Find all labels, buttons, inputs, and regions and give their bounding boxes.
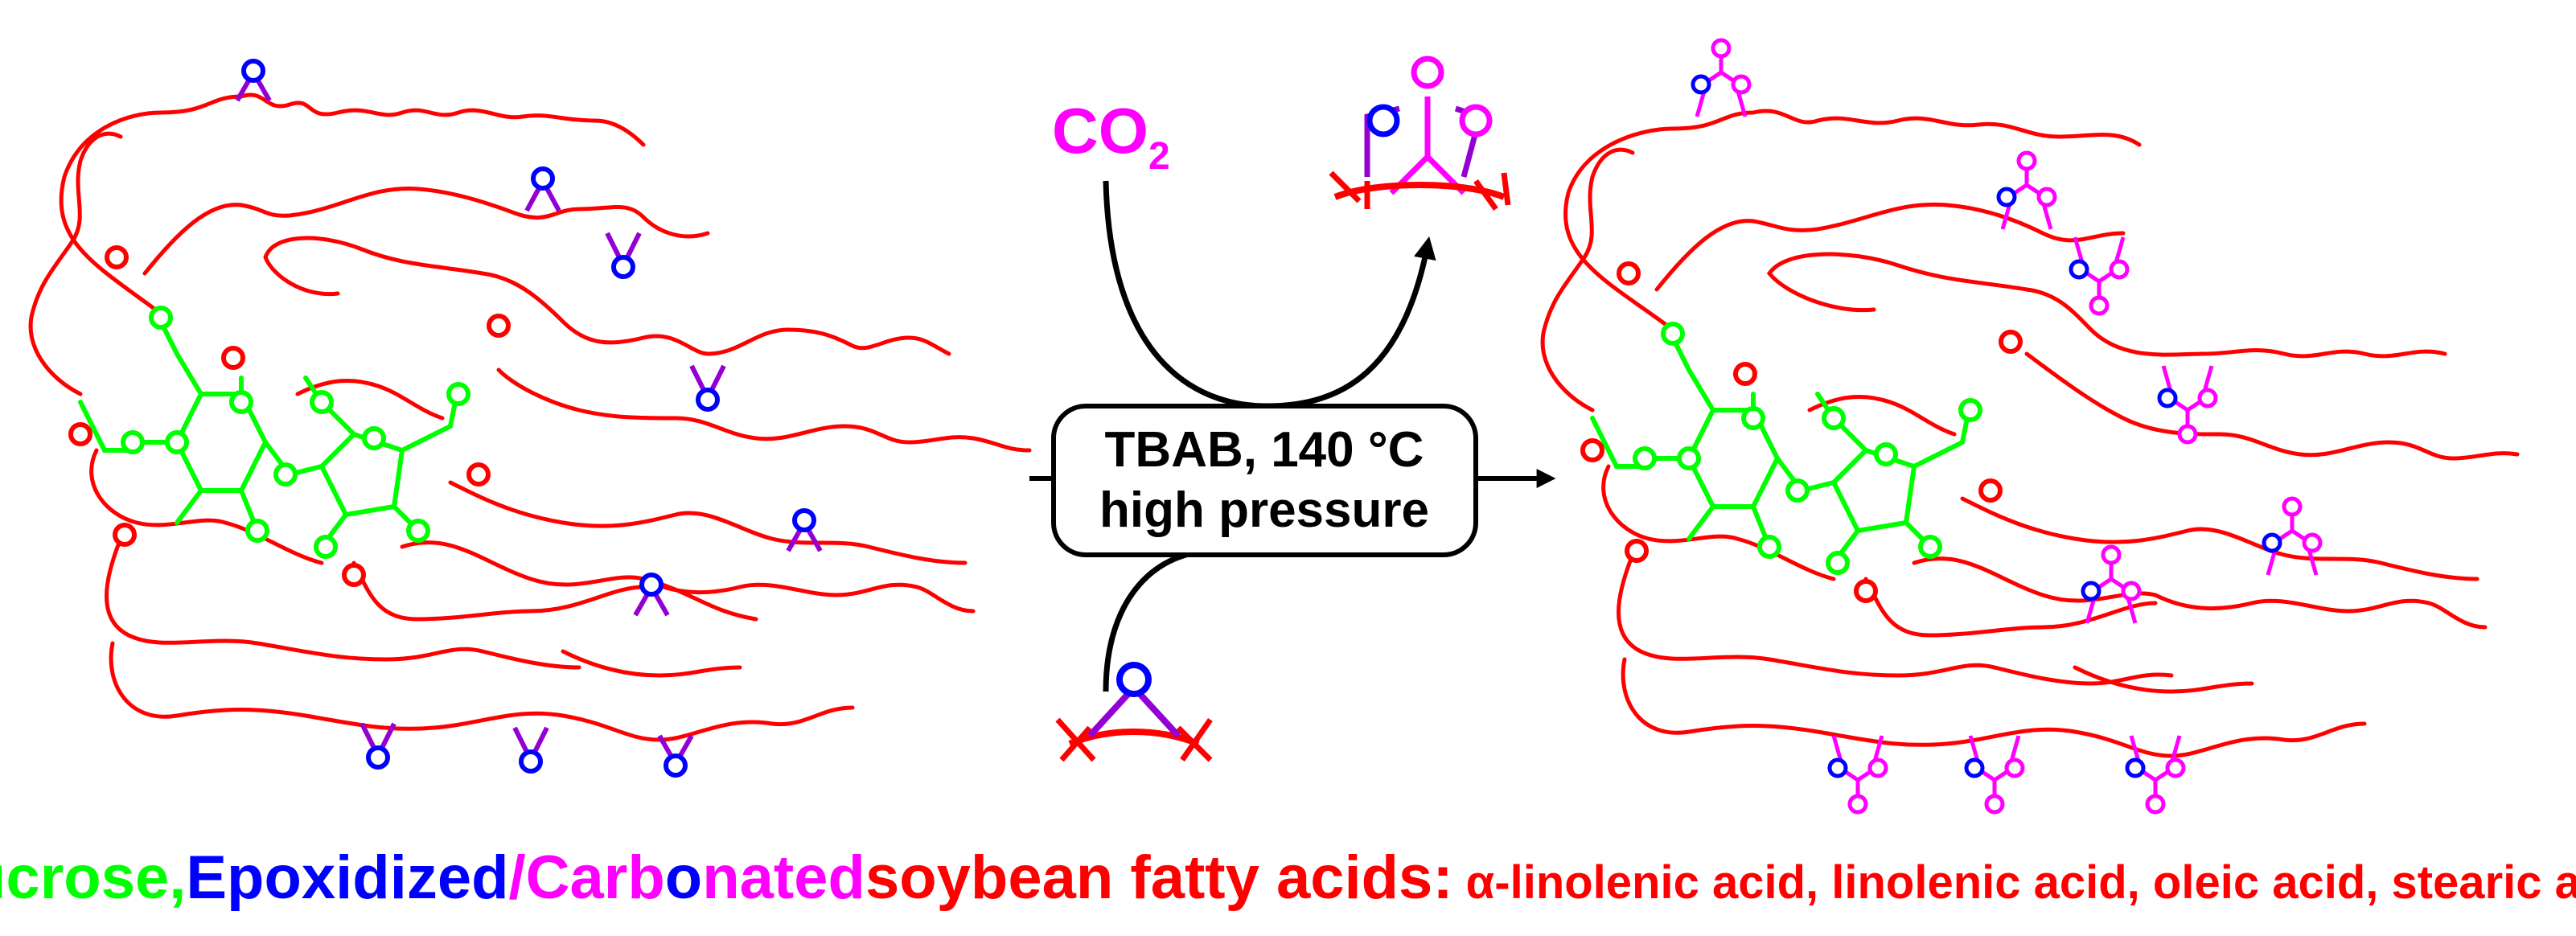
co2-subscript: 2 [1148,135,1170,178]
caption-soybean: soybean fatty acids: [865,844,1453,912]
carbonate-ring [1691,38,1752,117]
carbonate-ring [2262,496,2323,576]
caption-carbonated-2: nated [702,844,865,912]
epoxide-ring [524,166,561,212]
cyclic-carbonate-fragment [1329,55,1511,211]
carbonate-ring [2081,544,2142,624]
caption-epoxidized: Epoxidized [186,844,509,912]
fatty-acid-chains [28,92,1032,742]
caption-carbonated-o: o [664,844,703,912]
product-sucrose-oxygens [1633,322,1982,575]
caption-sucrose: Sucrose, [0,844,187,912]
product-ester-carbonyl-oxygens [1580,261,2023,603]
epoxide-ring [689,364,726,412]
epoxide-groups [235,59,823,778]
epoxide-ring [657,734,694,778]
sucrose-oxygens [121,306,470,559]
carbonate-ring [1996,150,2057,230]
carbonate-groups [1691,38,2323,815]
epoxide-ring [633,573,670,617]
carbonate-ring [2125,735,2186,815]
curved-arrow-co2 [1103,180,1436,409]
carbonate-ring [2069,236,2130,316]
carbonate-ring [1827,735,1888,815]
ester-carbonyl-oxygens [68,245,511,587]
caption-acid-list: α-linolenic acid, linolenic acid, oleic … [1465,856,2576,909]
epoxide-ring [512,726,549,774]
caption-carbonated-1: Carb [525,844,665,912]
co2-label: CO [1052,95,1148,166]
epoxide-fragment [1055,662,1213,762]
conditions-box: TBAB, 140 °C high pressure [1051,404,1478,557]
epoxide-ring [605,232,642,279]
conditions-line-2: high pressure [1099,482,1429,538]
carbonate-ring [1964,735,2025,815]
epoxide-ring [786,508,823,552]
epoxide-ring [359,722,396,770]
caption-slash: / [508,844,526,912]
epoxide-ring [235,59,272,102]
co2-reagent: CO 2 [1052,95,1170,178]
product-fatty-acid-chains [1540,109,2520,758]
carbonate-ring [2157,365,2218,445]
conditions-line-1: TBAB, 140 °C [1105,422,1424,478]
carbonated-sucrose-ester [1540,38,2520,815]
epoxidized-sucrose-ester [28,59,1032,778]
